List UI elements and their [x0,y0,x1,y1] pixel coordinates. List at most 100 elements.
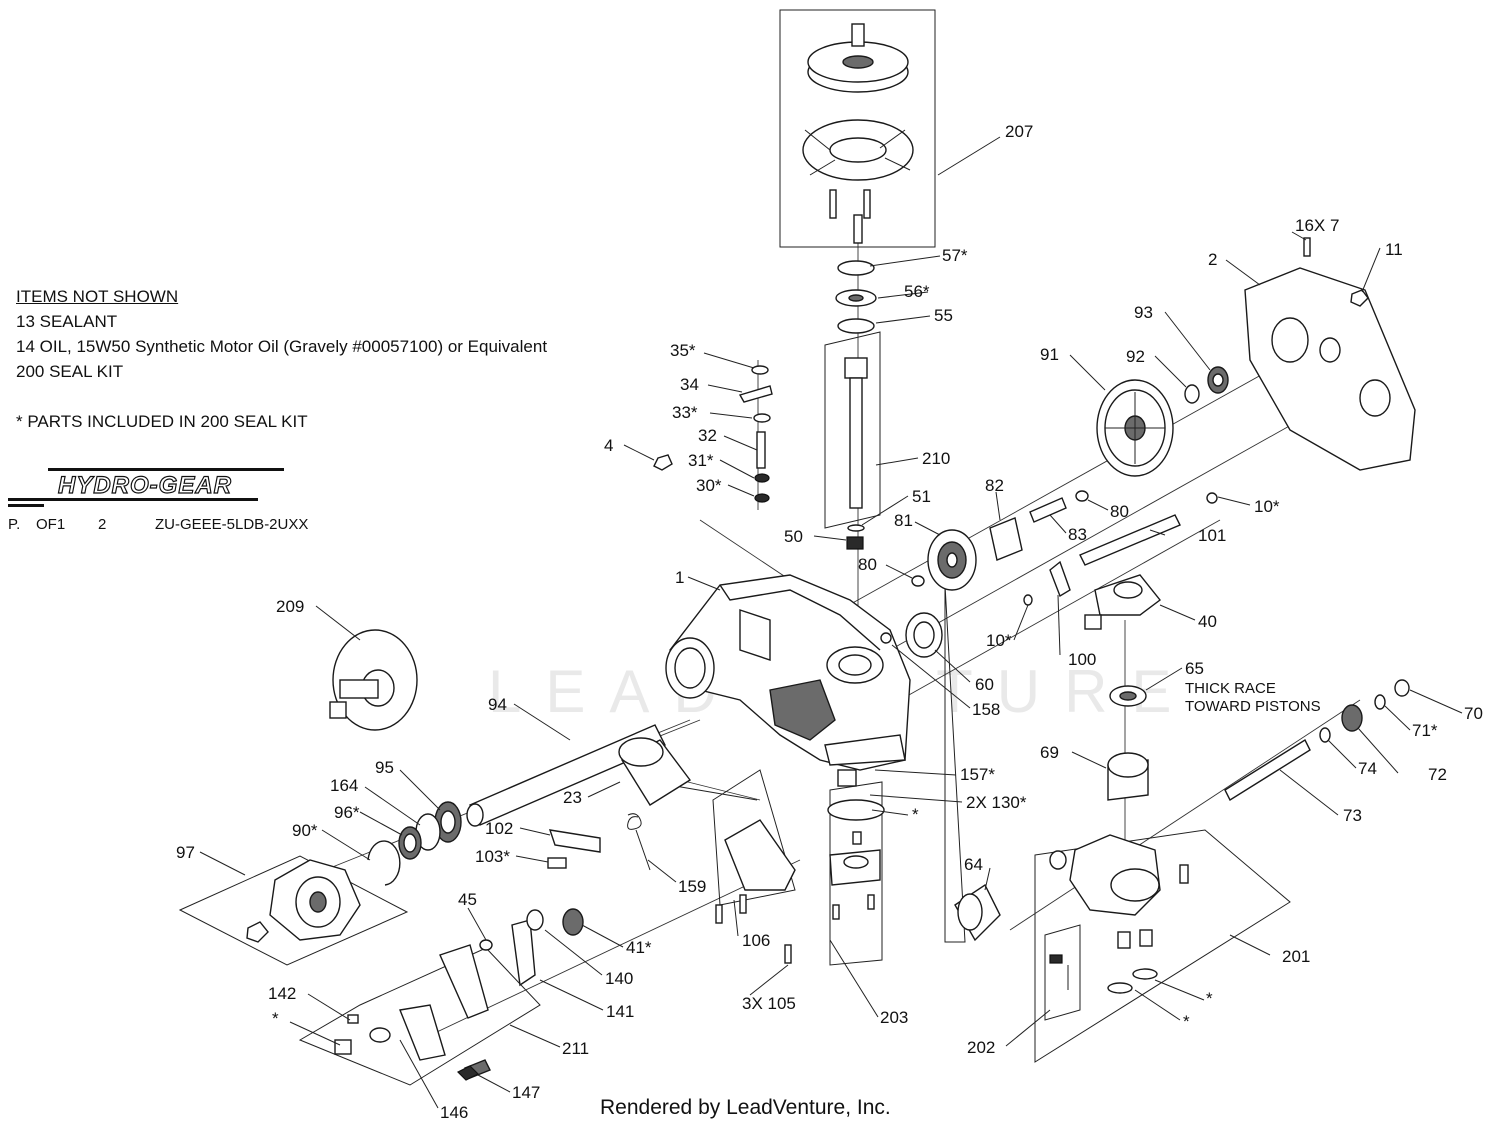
brake-arm-assembly [334,944,491,1079]
callout-82: 82 [985,476,1004,495]
callout-10a: 10* [986,631,1012,650]
callout-105: 3X 105 [742,994,796,1013]
callout-210: 210 [922,449,950,468]
page-number: 2 [98,516,107,533]
page-prefix: P. [8,516,21,533]
mount-bracket [715,819,796,964]
callout-157: 157* [960,765,995,784]
main-housing [665,574,911,771]
callout-star-3: * [1206,989,1213,1008]
callout-158: 158 [972,700,1000,719]
callout-90: 90* [292,821,318,840]
pump-assembly [1049,834,1189,994]
callout-202: 202 [967,1038,995,1057]
callout-64: 64 [964,855,983,874]
note-line-sealant: 13 SEALANT [16,312,118,331]
items-not-shown-notes: ITEMS NOT SHOWN 13 SEALANT 14 OIL, 15W50… [16,284,547,434]
callout-16: 16X 7 [1295,216,1339,235]
input-shaft-stack [835,260,877,550]
callout-73: 73 [1343,806,1362,825]
callout-4: 4 [604,436,613,455]
callout-30: 30* [696,476,722,495]
callout-96: 96* [334,803,360,822]
callout-103: 103* [475,847,510,866]
callout-100: 100 [1068,650,1096,669]
callout-55: 55 [934,306,953,325]
note-thick-race: THICK RACE [1185,680,1276,697]
oil-filter [618,737,692,806]
pulley-fan-assembly [802,23,914,244]
callout-130: 2X 130* [966,793,1027,812]
hydro-gear-logo: HYDRO-GEAR [8,466,308,514]
callout-209: 209 [276,597,304,616]
callout-51: 51 [912,487,931,506]
callout-93: 93 [1134,303,1153,322]
callout-80b: 80 [1110,502,1129,521]
bypass-stack [738,365,773,503]
callout-203: 203 [880,1008,908,1027]
callout-201: 201 [1282,947,1310,966]
callout-70: 70 [1464,704,1483,723]
callout-11: 11 [1385,240,1403,259]
brake-parts [479,908,584,987]
model-number: ZU-GEEE-5LDB-2UXX [155,516,309,533]
trunnion-arm [1023,492,1218,630]
callout-10b: 10* [1254,497,1280,516]
callout-50: 50 [784,527,803,546]
callout-41: 41* [626,938,652,957]
callout-star-1: * [272,1009,279,1028]
pump-shaft-parts [1224,679,1410,802]
callout-102: 102 [485,819,513,838]
callout-star-4: * [1183,1012,1190,1031]
callout-142: 142 [268,984,296,1003]
callout-72: 72 [1428,765,1447,784]
page-of: OF1 [36,516,66,533]
note-line-oil: 14 OIL, 15W50 Synthetic Motor Oil (Grave… [16,337,548,356]
callout-71: 71* [1412,721,1438,740]
center-section [827,769,885,920]
axle-shaft [466,724,666,827]
callout-159: 159 [678,877,706,896]
callout-92: 92 [1126,347,1145,366]
wheel-hub [246,859,361,943]
seal-60-158 [880,612,943,658]
callout-star-2: * [912,805,919,824]
callout-147: 147 [512,1083,540,1102]
axle-seals [367,801,462,886]
washer-bearing [1184,366,1229,404]
callout-2: 2 [1208,250,1217,269]
callout-74: 74 [1358,759,1377,778]
reduction-gears [911,490,1089,591]
callout-164: 164 [330,776,358,795]
note-toward-pistons: TOWARD PISTONS [1185,698,1321,715]
brand-name: HYDRO-GEAR [57,471,233,499]
callout-140: 140 [605,969,633,988]
callout-80a: 80 [858,555,877,574]
side-cover [1244,237,1416,471]
callout-31: 31* [688,451,714,470]
callout-94: 94 [488,695,507,714]
callout-91: 91 [1040,345,1059,364]
callout-65: 65 [1185,659,1204,678]
callout-labels: 207 57* 56* 55 210 51 50 35* 34 33* 32 3… [176,122,1483,1122]
callout-23: 23 [563,788,582,807]
motor-cylinder-block [954,883,1001,942]
hub-flange [329,629,418,731]
callout-207: 207 [1005,122,1033,141]
callout-101: 101 [1198,526,1226,545]
callout-97: 97 [176,843,195,862]
callout-141: 141 [606,1002,634,1021]
bull-gear [1096,379,1174,477]
callout-95: 95 [375,758,394,777]
callout-35: 35* [670,341,696,360]
callout-56: 56* [904,282,930,301]
thrust-bearing-block [1107,685,1149,801]
leader-lines [199,136,1463,1109]
check-valve [1049,954,1069,990]
callout-34: 34 [680,375,699,394]
callout-40: 40 [1198,612,1217,631]
callout-57: 57* [942,246,968,265]
callout-32: 32 [698,426,717,445]
notes-footnote: * PARTS INCLUDED IN 200 SEAL KIT [16,412,308,431]
vent-plug [653,454,673,471]
